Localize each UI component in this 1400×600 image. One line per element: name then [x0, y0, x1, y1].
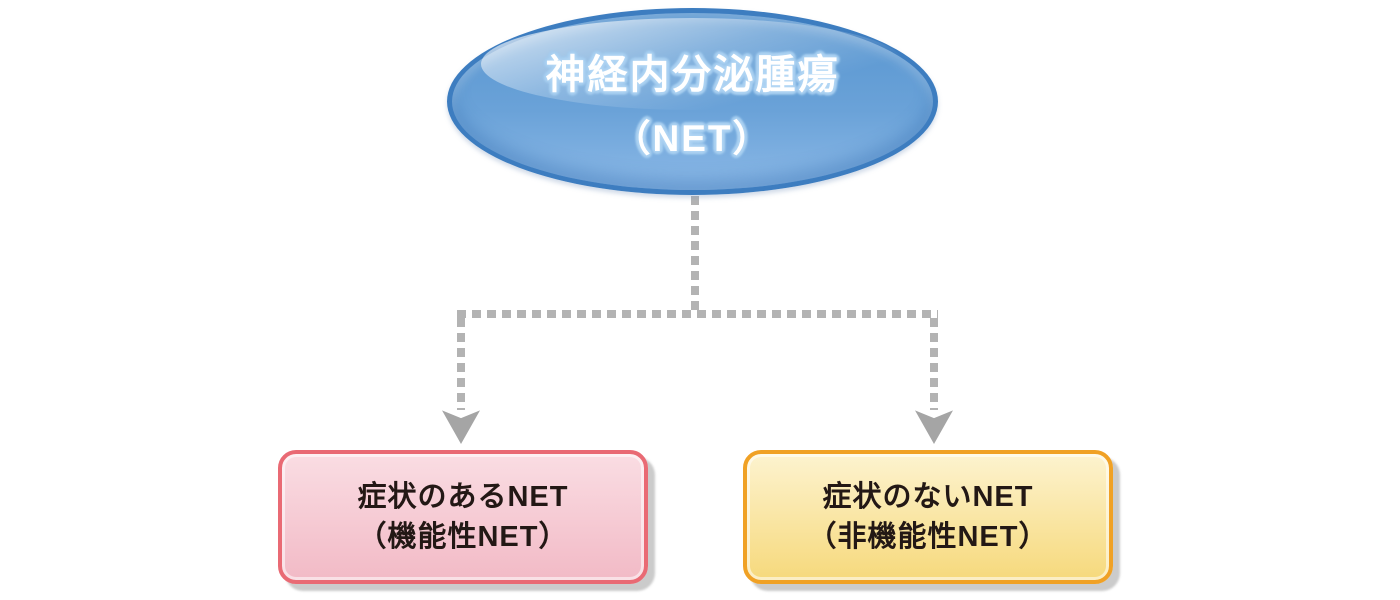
- connector-horizontal: [457, 310, 938, 318]
- node-functional-net-line1: 症状のあるNET: [357, 480, 569, 513]
- connector-left-vertical: [457, 318, 465, 410]
- down-arrow-left-icon: [442, 410, 480, 444]
- connector-root-stem: [691, 196, 699, 314]
- node-nonfunctional-net-line2: （非機能性NET）: [807, 521, 1049, 553]
- node-functional-net: 症状のあるNET （機能性NET）: [278, 450, 648, 584]
- root-node-ellipse: 神経内分泌腫瘍 （NET）: [447, 8, 938, 195]
- down-arrow-right-icon: [915, 410, 953, 444]
- root-node-title: 神経内分泌腫瘍: [545, 52, 840, 97]
- root-node-subtitle: （NET）: [613, 117, 772, 159]
- node-nonfunctional-net: 症状のないNET （非機能性NET）: [743, 450, 1113, 584]
- connector-right-vertical: [930, 318, 938, 410]
- node-functional-net-line2: （機能性NET）: [357, 521, 569, 553]
- node-nonfunctional-net-line1: 症状のないNET: [822, 480, 1034, 513]
